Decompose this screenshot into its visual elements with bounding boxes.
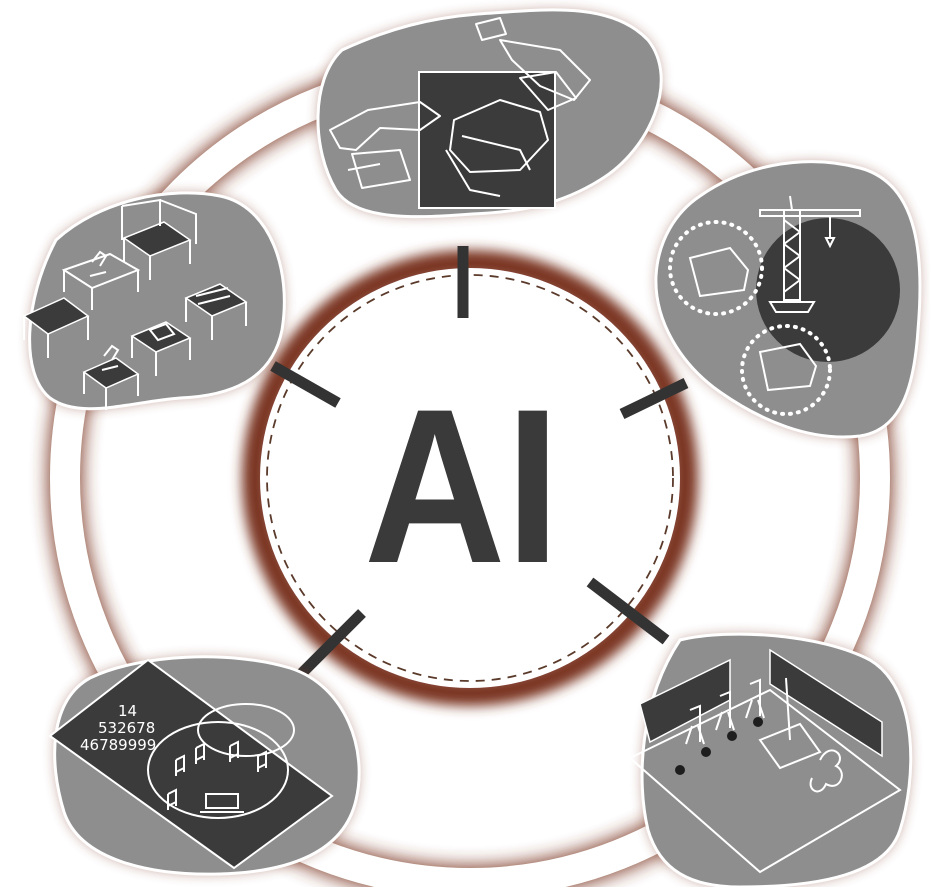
spoke-lower-left: [290, 609, 366, 685]
spoke-upper-right: [619, 378, 689, 419]
robot-arm-icon: [329, 17, 591, 197]
spoke-lower-right: [586, 577, 670, 645]
panel-construction-site: [654, 160, 922, 439]
chairs-planning-icon: [147, 703, 295, 819]
digits-line-1: 14: [118, 702, 137, 720]
digits-readout: 14 532678 46789999: [80, 702, 156, 754]
tower-crane-icon: [759, 195, 861, 313]
lab-tables-icon: [22, 198, 248, 410]
digits-line-3: 46789999: [80, 736, 156, 754]
inner-ring: [102, 110, 838, 846]
panel-meeting-planning: 14 532678 46789999: [48, 655, 361, 876]
center-label: AI: [364, 363, 560, 609]
spokes: [270, 246, 689, 685]
excavator-icon: [688, 246, 818, 392]
spoke-upper-left: [270, 361, 341, 408]
panel-exhibition-hall: [628, 632, 913, 887]
digits-line-2: 532678: [98, 719, 155, 737]
panel-robotics-assembly: [316, 8, 663, 219]
center-hub: AI: [364, 363, 560, 609]
exhibition-hall-icon: [628, 648, 902, 874]
panel-laboratory-furniture: [22, 191, 286, 411]
